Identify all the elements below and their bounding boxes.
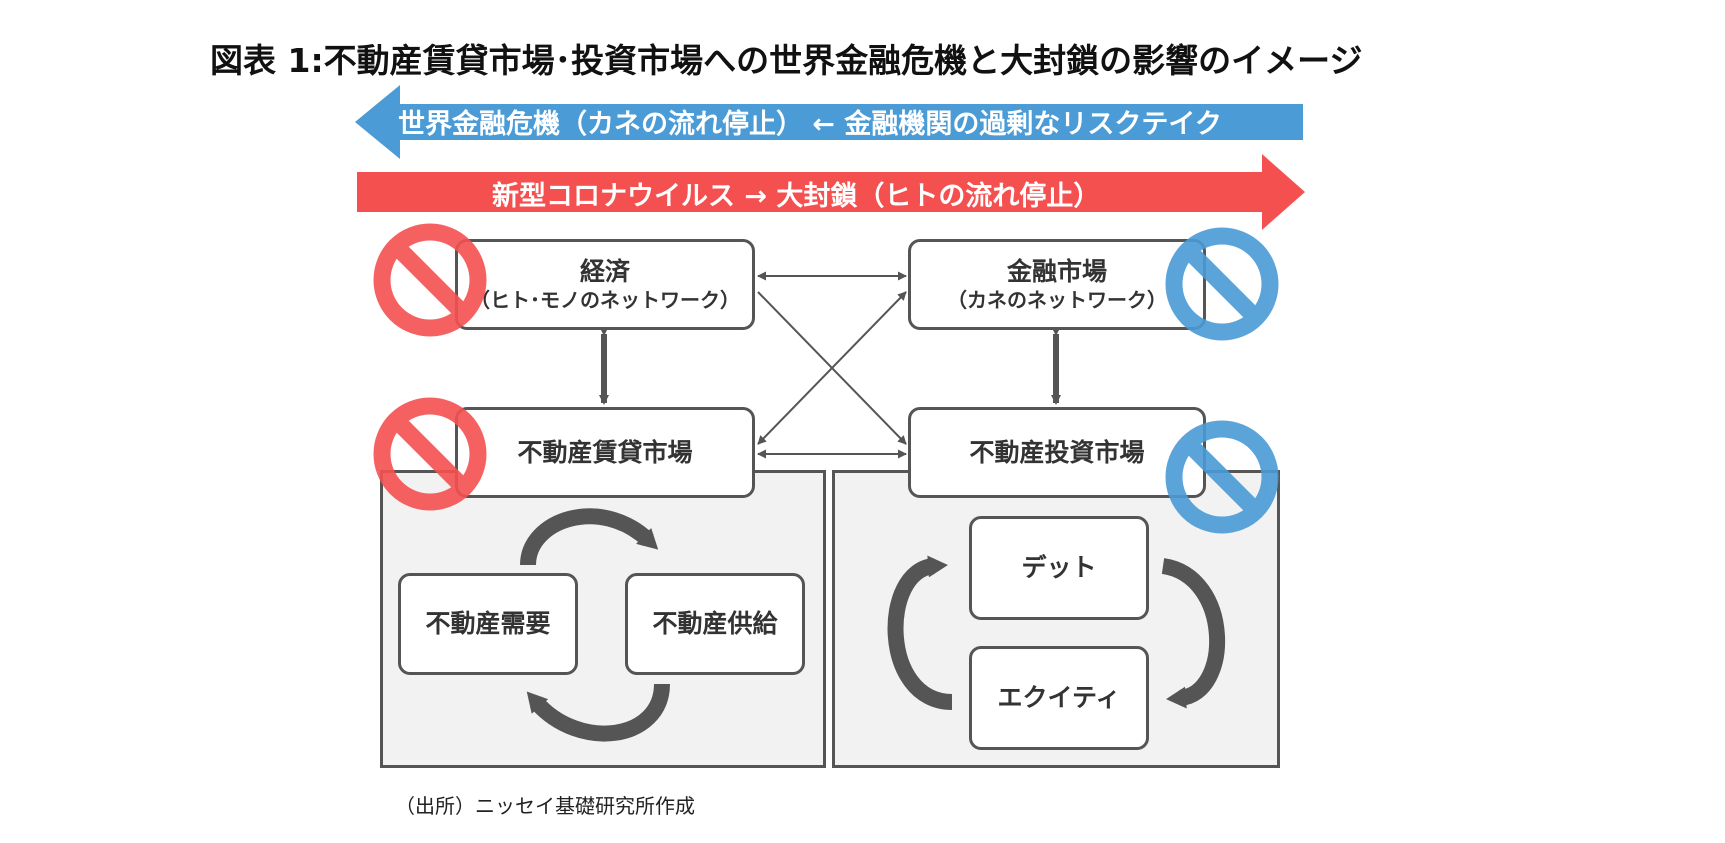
supply-label: 不動産供給 <box>652 609 778 638</box>
rental-market-label: 不動産賃貸市場 <box>517 437 693 467</box>
investment-market-label: 不動産投資市場 <box>969 437 1145 467</box>
equity-label: エクイティ <box>997 683 1121 712</box>
equity-node: エクイティ <box>969 646 1149 750</box>
demand-to-supply-arrow <box>520 508 659 566</box>
figure-title: 図表 1:不動産賃貸市場･投資市場への世界金融危機と大封鎖の影響のイメージ <box>210 41 1363 80</box>
financial-market-sublabel: （カネのネットワーク） <box>947 287 1167 312</box>
rental-finance-connector <box>757 291 907 445</box>
demand-node: 不動産需要 <box>398 573 578 675</box>
debt-node: デット <box>969 516 1149 620</box>
demand-label: 不動産需要 <box>425 609 551 638</box>
supply-node: 不動産供給 <box>625 573 805 675</box>
source-note: （出所）ニッセイ基礎研究所作成 <box>395 794 695 818</box>
economy-node: 経済 （ヒト･モノのネットワーク） <box>455 239 755 330</box>
prohibited-sign-icon <box>373 223 487 337</box>
gfc-banner-arrow <box>355 85 1303 159</box>
prohibited-sign-icon <box>373 397 487 511</box>
debt-to-equity-arrow <box>1161 558 1225 709</box>
covid-banner-arrow <box>357 154 1305 230</box>
supply-to-demand-arrow <box>526 683 670 742</box>
financial-market-node: 金融市場 （カネのネットワーク） <box>908 239 1206 330</box>
financial-market-label: 金融市場 <box>1006 256 1107 286</box>
debt-label: デット <box>1021 553 1097 582</box>
economy-sublabel: （ヒト･モノのネットワーク） <box>470 287 740 312</box>
rental-market-node: 不動産賃貸市場 <box>455 407 755 498</box>
investment-market-node: 不動産投資市場 <box>908 407 1206 498</box>
covid-banner-text: 新型コロナウイルス → 大封鎖（ヒトの流れ停止） <box>492 181 1101 212</box>
economy-label: 経済 <box>579 256 630 286</box>
prohibited-sign-icon <box>1165 227 1279 341</box>
prohibited-sign-icon <box>1165 420 1279 534</box>
gfc-banner-text: 世界金融危機（カネの流れ停止） ← 金融機関の過剰なリスクテイク <box>398 109 1222 140</box>
equity-to-debt-arrow <box>887 555 953 710</box>
